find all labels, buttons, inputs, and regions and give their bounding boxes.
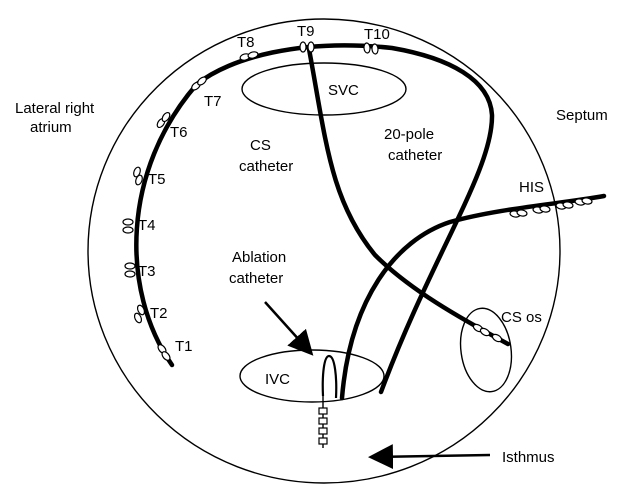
electrode bbox=[122, 218, 134, 226]
pole-label-t2: T2 bbox=[150, 305, 168, 322]
cs-electrodes bbox=[472, 323, 503, 343]
his-electrodes bbox=[509, 197, 593, 218]
electrode bbox=[581, 197, 593, 205]
ablation-catheter-label-line2: catheter bbox=[229, 270, 283, 287]
cs-os-opening bbox=[459, 307, 513, 393]
electrode bbox=[363, 42, 371, 54]
atrium-outline bbox=[87, 18, 561, 484]
cs-os-label: CS os bbox=[501, 309, 542, 326]
twenty-pole-label-line2: catheter bbox=[388, 147, 442, 164]
his-catheter bbox=[339, 193, 607, 401]
electrode bbox=[562, 201, 574, 209]
electrode bbox=[307, 41, 315, 53]
lateral-right-atrium-label-line2: atrium bbox=[30, 119, 72, 136]
twenty-pole-label-line1: 20-pole bbox=[384, 126, 434, 143]
ablation-catheter-label-line1: Ablation bbox=[232, 249, 286, 266]
electrode bbox=[371, 43, 379, 55]
electrode bbox=[318, 417, 328, 425]
electrode bbox=[318, 437, 328, 445]
septum-label: Septum bbox=[556, 107, 608, 124]
ablation-arrow bbox=[264, 301, 314, 356]
electrode bbox=[161, 111, 171, 123]
pole-label-t8: T8 bbox=[237, 34, 255, 51]
electrode bbox=[161, 351, 171, 361]
his-label: HIS bbox=[519, 179, 544, 196]
electrode bbox=[133, 312, 143, 324]
electrode bbox=[136, 304, 146, 316]
electrode bbox=[122, 226, 134, 234]
cs-catheter-label-line2: catheter bbox=[239, 158, 293, 175]
pole-label-t4: T4 bbox=[138, 217, 156, 234]
cs-catheter bbox=[306, 46, 511, 347]
electrode bbox=[124, 262, 136, 270]
ablation-catheter bbox=[321, 354, 338, 399]
lateral-right-atrium-label-line1: Lateral right bbox=[15, 100, 95, 117]
pole-label-t6: T6 bbox=[170, 124, 188, 141]
pole-label-t7: T7 bbox=[204, 93, 222, 110]
electrode bbox=[318, 407, 328, 415]
electrode bbox=[135, 174, 143, 186]
electrode bbox=[299, 41, 307, 53]
pole-label-t5: T5 bbox=[148, 171, 166, 188]
electrode bbox=[124, 270, 136, 278]
ablation-electrodes bbox=[318, 407, 328, 445]
electrode bbox=[197, 76, 207, 86]
twenty-pole-electrodes bbox=[122, 41, 379, 361]
isthmus-label: Isthmus bbox=[502, 449, 555, 466]
svc-label: SVC bbox=[328, 82, 359, 99]
pole-label-t3: T3 bbox=[138, 263, 156, 280]
electrode bbox=[247, 51, 259, 59]
ivc-opening bbox=[239, 349, 385, 403]
isthmus-arrow bbox=[368, 444, 491, 470]
pole-label-t9: T9 bbox=[297, 23, 315, 40]
electrode bbox=[516, 209, 528, 217]
cs-catheter-label-line1: CS bbox=[250, 137, 271, 154]
electrode bbox=[318, 427, 328, 435]
electrode bbox=[491, 333, 503, 343]
electrode bbox=[539, 205, 551, 213]
pole-label-t1: T1 bbox=[175, 338, 193, 355]
svc-opening bbox=[241, 62, 407, 116]
ivc-label: IVC bbox=[265, 371, 290, 388]
electrode bbox=[479, 327, 491, 337]
pole-label-t10: T10 bbox=[364, 26, 390, 43]
electrode bbox=[133, 166, 141, 178]
